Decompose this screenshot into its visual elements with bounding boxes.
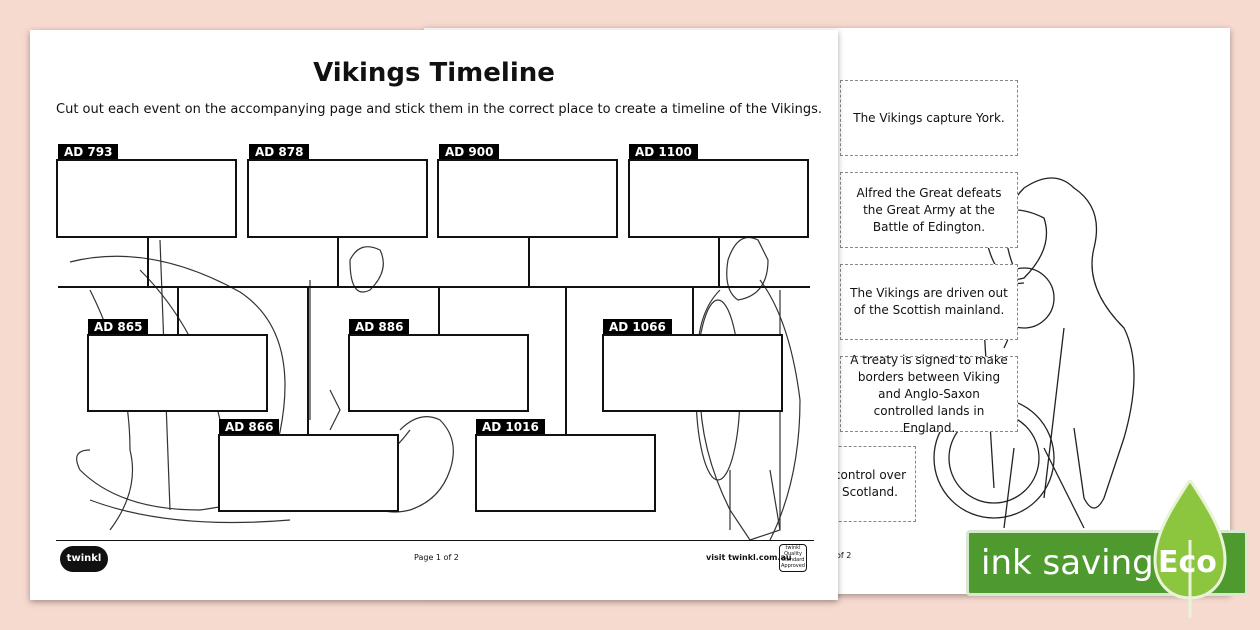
timeline-page: Vikings Timeline Cut out each event on t… <box>30 30 838 600</box>
event-card[interactable]: The Vikings are driven out of the Scotti… <box>840 264 1018 340</box>
date-label: AD 865 <box>88 319 149 336</box>
event-box[interactable] <box>348 334 529 412</box>
date-label: AD 793 <box>58 144 119 161</box>
event-box[interactable] <box>475 434 656 512</box>
timeline-axis <box>58 286 810 288</box>
event-box[interactable] <box>602 334 783 412</box>
timeline-connector <box>337 237 339 286</box>
date-label: AD 1016 <box>476 419 545 436</box>
timeline-connector <box>718 237 720 286</box>
date-label: AD 900 <box>439 144 500 161</box>
timeline-connector <box>692 286 694 336</box>
site-link[interactable]: visit twinkl.com.au <box>706 553 792 562</box>
date-label: AD 886 <box>349 319 410 336</box>
footer-divider <box>56 540 814 541</box>
page-number: of 2 <box>836 551 852 560</box>
event-card[interactable]: A treaty is signed to make borders betwe… <box>840 353 1018 435</box>
timeline-connector <box>438 286 440 336</box>
date-label: AD 1066 <box>603 319 672 336</box>
timeline-connector <box>307 286 309 444</box>
date-label: AD 866 <box>219 419 280 436</box>
eco-badge-text: ink saving <box>981 543 1154 583</box>
date-label: AD 1100 <box>629 144 698 161</box>
event-box[interactable] <box>437 159 618 238</box>
timeline-connector <box>177 286 179 336</box>
event-card[interactable]: The Vikings capture York. <box>840 80 1018 156</box>
worksheet-title: Vikings Timeline <box>313 58 555 88</box>
eco-label: Eco <box>1158 545 1217 580</box>
event-card[interactable]: control over Scotland. <box>824 446 916 522</box>
twinkl-logo: twinkl <box>60 546 108 572</box>
worksheet-instructions: Cut out each event on the accompanying p… <box>56 102 823 117</box>
leaf-icon <box>1153 480 1227 618</box>
event-box[interactable] <box>56 159 237 238</box>
event-box[interactable] <box>87 334 268 412</box>
page-number: Page 1 of 2 <box>414 553 459 562</box>
date-label: AD 878 <box>249 144 310 161</box>
event-box[interactable] <box>247 159 428 238</box>
quality-badge-icon: twinkl Quality Standard Approved <box>779 544 807 572</box>
timeline-connector <box>147 237 149 286</box>
event-box[interactable] <box>628 159 809 238</box>
event-card[interactable]: Alfred the Great defeats the Great Army … <box>840 172 1018 248</box>
event-box[interactable] <box>218 434 399 512</box>
timeline-connector <box>565 286 567 434</box>
timeline-connector <box>528 237 530 286</box>
